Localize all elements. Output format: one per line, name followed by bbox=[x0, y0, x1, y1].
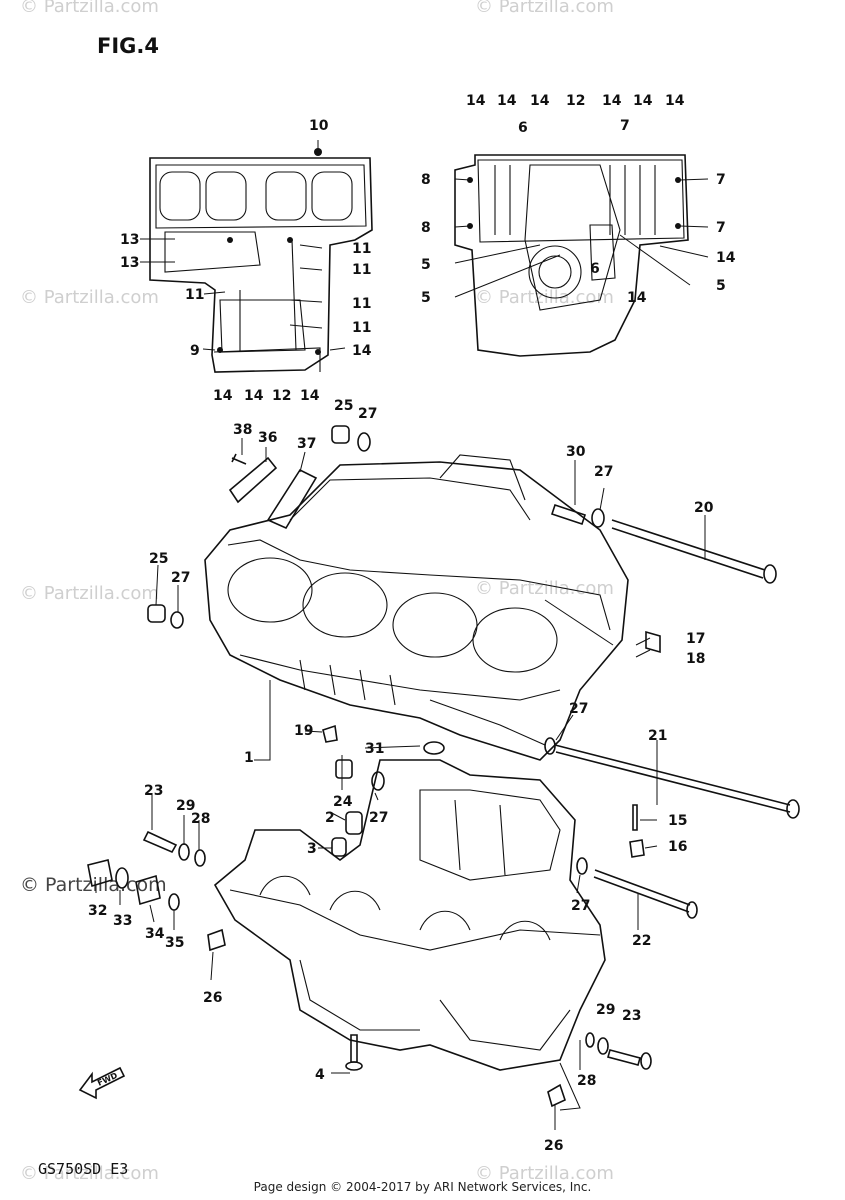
callout-20: 20 bbox=[694, 500, 714, 516]
callout-30: 30 bbox=[566, 444, 586, 460]
callout-9: 9 bbox=[190, 343, 200, 359]
callout-labels: 10 13 13 11 11 11 11 11 9 14 14 14 12 14… bbox=[88, 93, 736, 1154]
callout-25: 25 bbox=[334, 398, 353, 414]
watermark: © Partzilla.com bbox=[475, 578, 614, 599]
callout-23: 23 bbox=[144, 783, 163, 799]
callout-34: 34 bbox=[145, 926, 165, 942]
figure-title: FIG.4 bbox=[97, 34, 159, 58]
callout-26: 26 bbox=[203, 990, 222, 1006]
callout-38: 38 bbox=[233, 422, 252, 438]
callout-11: 11 bbox=[352, 320, 371, 336]
callout-11: 11 bbox=[352, 296, 371, 312]
watermark: © Partzilla.com bbox=[20, 0, 159, 17]
callout-31: 31 bbox=[365, 741, 384, 757]
callout-3: 3 bbox=[307, 841, 317, 857]
footer-copyright: Page design © 2004-2017 by ARI Network S… bbox=[253, 1180, 592, 1194]
callout-14: 14 bbox=[716, 250, 736, 266]
callout-7: 7 bbox=[716, 220, 726, 236]
callout-17: 17 bbox=[686, 631, 705, 647]
watermark: © Partzilla.com bbox=[475, 287, 614, 308]
callout-23: 23 bbox=[622, 1008, 641, 1024]
callout-2: 2 bbox=[325, 810, 335, 826]
callout-14: 14 bbox=[497, 93, 517, 109]
callout-1: 1 bbox=[244, 750, 254, 766]
callout-32: 32 bbox=[88, 903, 107, 919]
callout-26: 26 bbox=[544, 1138, 563, 1154]
callout-12: 12 bbox=[272, 388, 291, 404]
callout-28: 28 bbox=[191, 811, 210, 827]
upper-crankcase-half bbox=[204, 454, 629, 761]
callout-25: 25 bbox=[149, 551, 168, 567]
callout-4: 4 bbox=[315, 1067, 325, 1083]
callout-22: 22 bbox=[632, 933, 651, 949]
callout-29: 29 bbox=[596, 1002, 615, 1018]
callout-14: 14 bbox=[352, 343, 372, 359]
callout-14: 14 bbox=[530, 93, 550, 109]
callout-28: 28 bbox=[577, 1073, 596, 1089]
callout-12: 12 bbox=[566, 93, 585, 109]
front-arrow-label: FWD bbox=[96, 1071, 119, 1088]
callout-7: 7 bbox=[716, 172, 726, 188]
front-direction-arrow bbox=[78, 1066, 126, 1100]
lower-crankcase-bottom-view bbox=[454, 154, 689, 357]
callout-8: 8 bbox=[421, 172, 431, 188]
callout-16: 16 bbox=[668, 839, 687, 855]
callout-14: 14 bbox=[244, 388, 264, 404]
callout-27: 27 bbox=[369, 810, 388, 826]
callout-29: 29 bbox=[176, 798, 195, 814]
callout-5: 5 bbox=[716, 278, 726, 294]
watermark: © Partzilla.com bbox=[475, 0, 614, 17]
lower-crankcase-half bbox=[213, 759, 606, 1071]
upper-crankcase-top-view bbox=[149, 148, 373, 373]
callout-13: 13 bbox=[120, 255, 139, 271]
callout-11: 11 bbox=[352, 262, 371, 278]
callout-21: 21 bbox=[648, 728, 667, 744]
callout-5: 5 bbox=[421, 257, 431, 273]
callout-33: 33 bbox=[113, 913, 132, 929]
leader-lines bbox=[95, 140, 709, 1130]
watermark: © Partzilla.com bbox=[20, 583, 159, 604]
callout-36: 36 bbox=[258, 430, 277, 446]
callout-15: 15 bbox=[668, 813, 687, 829]
callout-14: 14 bbox=[602, 93, 622, 109]
callout-37: 37 bbox=[297, 436, 316, 452]
callout-27: 27 bbox=[569, 701, 588, 717]
watermark: © Partzilla.com bbox=[20, 287, 159, 308]
callout-27: 27 bbox=[171, 570, 190, 586]
callout-8: 8 bbox=[421, 220, 431, 236]
callout-7: 7 bbox=[620, 118, 630, 134]
watermark: © Partzilla.com bbox=[475, 1163, 614, 1184]
callout-18: 18 bbox=[686, 651, 705, 667]
callout-13: 13 bbox=[120, 232, 139, 248]
callout-14: 14 bbox=[300, 388, 320, 404]
callout-14: 14 bbox=[466, 93, 486, 109]
callout-19: 19 bbox=[294, 723, 313, 739]
callout-27: 27 bbox=[358, 406, 377, 422]
callout-24: 24 bbox=[333, 794, 353, 810]
callout-27: 27 bbox=[571, 898, 590, 914]
model-code: GS750SD E3 bbox=[38, 1160, 129, 1178]
callout-6: 6 bbox=[518, 120, 528, 136]
callout-35: 35 bbox=[165, 935, 184, 951]
hardware-parts: FWD bbox=[78, 425, 800, 1108]
watermark: © Partzilla.com bbox=[20, 1163, 159, 1184]
callout-11: 11 bbox=[352, 241, 371, 257]
callout-14: 14 bbox=[213, 388, 233, 404]
callout-14: 14 bbox=[633, 93, 653, 109]
callout-27: 27 bbox=[594, 464, 613, 480]
callout-6: 6 bbox=[590, 261, 600, 277]
callout-10: 10 bbox=[309, 118, 329, 134]
callout-14: 14 bbox=[665, 93, 685, 109]
callout-5: 5 bbox=[421, 290, 431, 306]
callout-14: 14 bbox=[627, 290, 647, 306]
callout-11: 11 bbox=[185, 287, 204, 303]
